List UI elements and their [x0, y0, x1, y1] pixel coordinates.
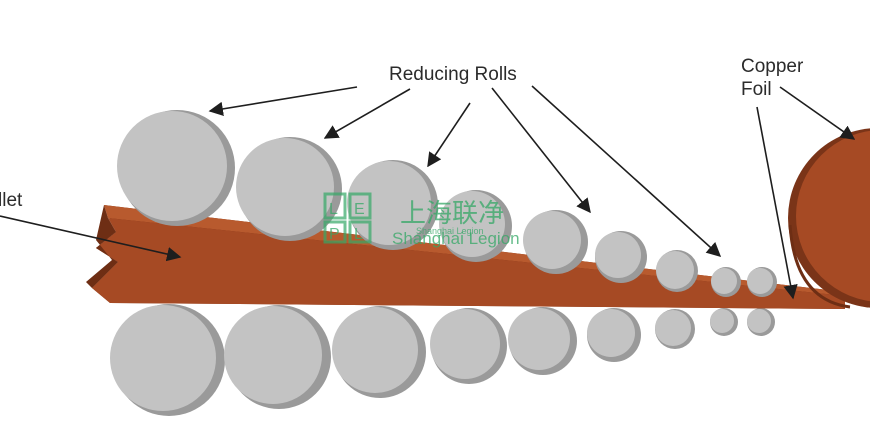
arrow-to-roll-1: [208, 86, 358, 117]
watermark-logo: L E P L: [323, 192, 372, 244]
copper-foil-coil: [788, 128, 870, 309]
watermark-chinese: 上海联净: [400, 198, 504, 228]
bottom-roll-6: [587, 308, 641, 362]
arrow-to-roll-3: [427, 102, 471, 168]
top-roll-2: [236, 137, 342, 241]
arrow-to-roll-5: [491, 87, 591, 214]
bottom-roll-3: [332, 306, 426, 398]
bottom-rolls: [110, 304, 775, 416]
top-roll-7: [656, 250, 698, 292]
arrow-to-foil: [756, 106, 798, 300]
bottom-roll-8: [710, 308, 738, 336]
bottom-roll-4: [430, 308, 507, 384]
bottom-roll-7: [655, 309, 695, 349]
bottom-roll-5: [508, 307, 577, 375]
logo-letter-2: E: [354, 201, 365, 218]
logo-letter-1: L: [329, 201, 338, 218]
bottom-roll-1: [110, 304, 225, 416]
foil-label: Foil: [741, 79, 772, 100]
arrow-to-roll-8: [531, 85, 722, 257]
bottom-roll-2: [224, 305, 331, 409]
watermark: L E P L 上海联净 Shanghai Legion Shanghai Le…: [323, 192, 520, 248]
watermark-small: Shanghai Legion: [416, 226, 484, 236]
logo-letter-3: P: [329, 226, 340, 243]
arrow-to-roll-2: [323, 88, 411, 139]
top-roll-4: [439, 190, 512, 262]
watermark-english: Shanghai Legion: [392, 229, 520, 248]
reducing-rolls-label: Reducing Rolls: [389, 64, 517, 85]
top-roll-9: [747, 267, 777, 297]
arrow-to-coil: [779, 86, 856, 140]
billet-label: llet: [0, 190, 23, 211]
top-roll-5: [523, 210, 588, 274]
top-roll-8: [711, 267, 741, 297]
copper-label: Copper: [741, 56, 804, 77]
bottom-roll-9: [747, 308, 775, 336]
top-rolls: [117, 110, 777, 297]
arrow-to-billet: [0, 215, 182, 262]
logo-letter-4: L: [354, 226, 363, 243]
top-roll-6: [595, 231, 647, 283]
annotation-arrows: [0, 85, 856, 300]
top-roll-1: [117, 110, 235, 226]
